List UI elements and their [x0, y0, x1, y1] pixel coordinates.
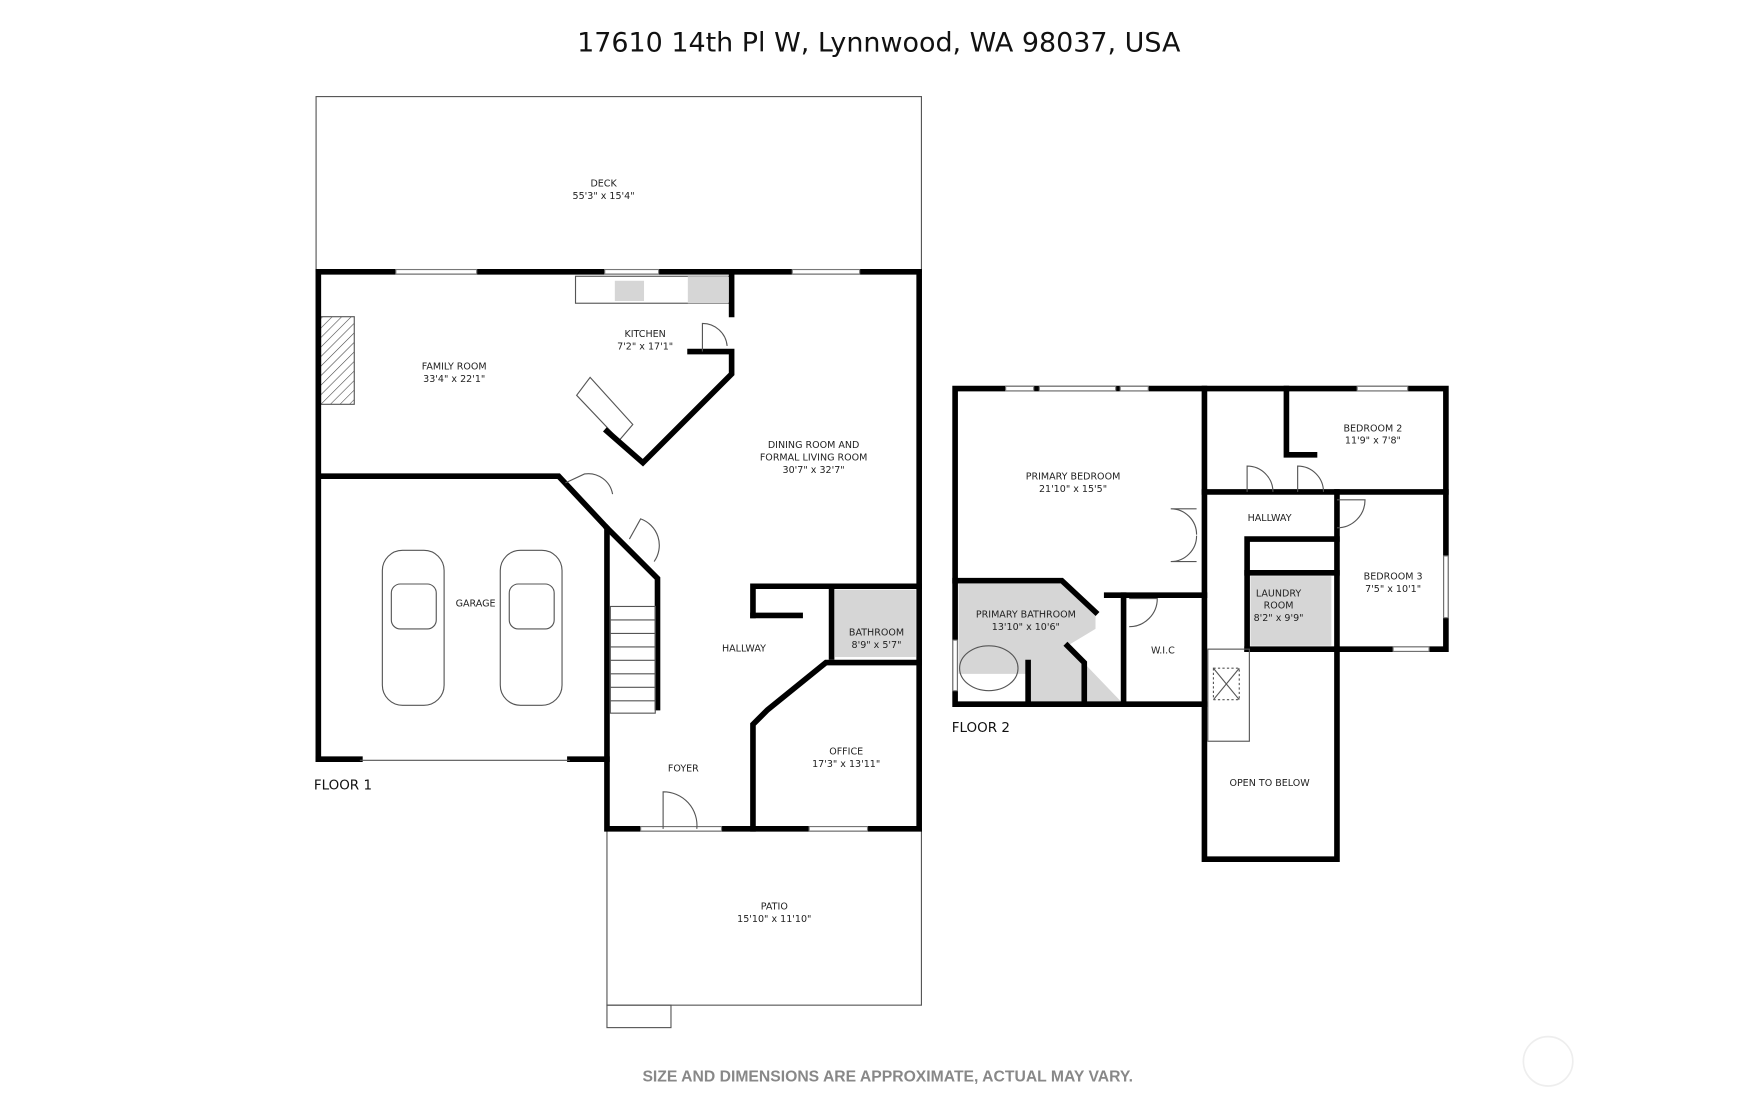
room-label: W.I.C — [1151, 646, 1175, 657]
laundry-fill — [1250, 576, 1332, 646]
disclaimer-text: SIZE AND DIMENSIONS ARE APPROXIMATE, ACT… — [642, 1069, 1133, 1086]
room-dims: 8'2" x 9'9" — [1254, 613, 1304, 624]
stairs-icon — [609, 605, 656, 714]
room-label: FORMAL LIVING ROOM — [760, 452, 868, 463]
car-icon — [499, 549, 563, 706]
deck-outline — [315, 96, 922, 273]
car-icon — [381, 549, 445, 706]
room-label: FOYER — [668, 764, 699, 775]
room-dims: 33'4" x 22'1" — [423, 374, 485, 385]
room-label: PRIMARY BATHROOM — [976, 610, 1076, 621]
room-dims: 8'9" x 5'7" — [852, 640, 902, 651]
room-dims: 13'10" x 10'6" — [992, 622, 1060, 633]
double-door-icon[interactable] — [1170, 508, 1198, 563]
fridge-icon — [687, 276, 729, 304]
bathtub-icon — [959, 645, 1019, 692]
room-dims: 30'7" x 32'7" — [783, 465, 845, 476]
room-label: FAMILY ROOM — [422, 361, 487, 372]
floor-1-plan: DECK 55'3" x 15'4" KITCHEN 7'2" x 17'1" … — [314, 96, 922, 1029]
room-dims: 55'3" x 15'4" — [573, 191, 635, 202]
door-icon[interactable] — [565, 473, 614, 495]
room-dims: 11'9" x 7'8" — [1345, 436, 1401, 447]
room-dims: 21'10" x 15'5" — [1039, 484, 1107, 495]
room-label: DINING ROOM AND — [768, 440, 860, 451]
room-label: BEDROOM 2 — [1343, 423, 1402, 434]
room-label: DECK — [590, 178, 617, 189]
fireplace-icon — [320, 316, 355, 405]
door-icon[interactable] — [1246, 465, 1274, 492]
room-label: PATIO — [761, 902, 788, 913]
room-label: OFFICE — [829, 747, 863, 758]
address-title: 17610 14th Pl W, Lynnwood, WA 98037, USA — [577, 28, 1181, 59]
door-icon[interactable] — [628, 518, 660, 562]
room-dims: 7'2" x 17'1" — [617, 341, 673, 352]
room-label: ROOM — [1264, 601, 1294, 612]
bathroom-fill — [834, 589, 916, 657]
door-icon[interactable] — [1297, 465, 1325, 492]
room-label: HALLWAY — [1248, 513, 1292, 524]
room-label: OPEN TO BELOW — [1229, 778, 1310, 789]
stairs-icon — [1207, 648, 1250, 742]
room-label: HALLWAY — [722, 643, 766, 654]
room-label: LAUNDRY — [1256, 588, 1302, 599]
sink-icon — [614, 280, 645, 301]
room-label: KITCHEN — [624, 329, 665, 340]
watermark-circle-icon — [1522, 1035, 1574, 1087]
room-label: PRIMARY BEDROOM — [1026, 472, 1121, 483]
floor-1-label: FLOOR 1 — [314, 778, 372, 794]
stove-icon — [575, 376, 634, 442]
room-dims: 15'10" x 11'10" — [737, 914, 811, 925]
room-label: BEDROOM 3 — [1364, 572, 1423, 583]
front-door-icon[interactable] — [662, 791, 698, 829]
room-dims: 17'3" x 13'11" — [812, 759, 880, 770]
room-label: BATHROOM — [849, 628, 904, 639]
door-icon[interactable] — [1129, 598, 1158, 628]
door-icon[interactable] — [1336, 499, 1366, 529]
room-dims: 7'5" x 10'1" — [1365, 584, 1421, 595]
door-icon[interactable] — [701, 322, 728, 352]
floor-2-label: FLOOR 2 — [952, 720, 1010, 736]
floor-2-plan: PRIMARY BEDROOM 21'10" x 15'5" BEDROOM 2… — [952, 385, 1449, 862]
primary-bathroom-fill — [958, 584, 1122, 702]
room-label: GARAGE — [456, 598, 496, 609]
patio-step — [606, 1004, 672, 1029]
